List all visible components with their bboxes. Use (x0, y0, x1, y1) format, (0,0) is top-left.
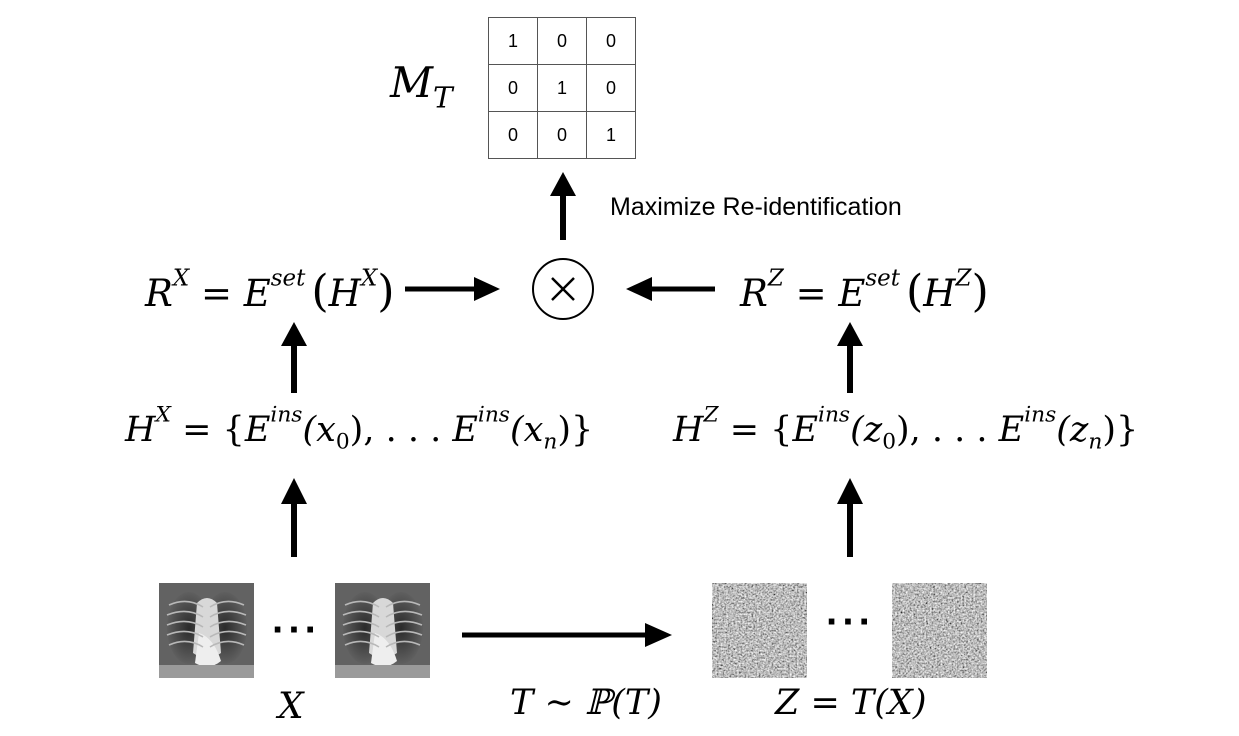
maximize-label: Maximize Re-identification (610, 193, 902, 221)
hx-mid: ), . . . (349, 410, 453, 450)
hz-lhs: H (673, 410, 704, 450)
arrow-up-to-matrix (550, 172, 576, 240)
matrix-label-sub: T (433, 80, 453, 115)
hz-equation: HZ = {Eins(z0), . . . Eins(zn)} (673, 404, 1139, 453)
rz-lhs: R (740, 272, 768, 315)
hx-arg2: (x (509, 410, 544, 450)
matrix-row: 0 1 0 (488, 64, 636, 112)
hz-end: )} (1102, 410, 1139, 450)
hz-arg1: (z (850, 410, 883, 450)
hx-arg1: (x (302, 410, 336, 450)
hz-e1-sup: ins (818, 402, 851, 428)
hx-eq: = { (170, 410, 245, 450)
identity-matrix: 1 0 0 0 1 0 0 0 1 (488, 17, 636, 159)
noise-image (712, 583, 807, 678)
hz-e2: E (998, 410, 1025, 450)
matrix-cell: 0 (488, 111, 538, 159)
rx-e: E (243, 272, 271, 315)
transform-label: T ∼ ℙ(T) (510, 683, 662, 723)
rz-h-sup: Z (955, 265, 972, 292)
rx-lhs-sup: X (172, 265, 190, 292)
otimes-circle (532, 258, 594, 320)
noise-image (892, 583, 987, 678)
rx-close: ) (377, 266, 395, 317)
arrow-transform (462, 623, 672, 647)
hx-arg2-sub: n (543, 429, 558, 455)
ellipsis-left: ··· (272, 608, 321, 652)
arrow-rz-to-otimes (626, 277, 715, 301)
hz-e1: E (792, 410, 819, 450)
x-label: X (278, 686, 304, 727)
rz-e-sup: set (865, 265, 900, 292)
arrow-x-to-hx (281, 478, 307, 557)
rx-equation: RX = Eset(HX) (145, 266, 395, 317)
rz-lhs-sup: Z (767, 265, 784, 292)
rz-h: H (923, 272, 956, 315)
hx-lhs-sup: X (155, 402, 171, 428)
hx-equation: HX = {Eins(x0), . . . Eins(xn)} (125, 404, 594, 453)
rz-e: E (838, 272, 866, 315)
rx-lhs: R (145, 272, 173, 315)
hz-arg2: (z (1056, 410, 1089, 450)
hz-e2-sup: ins (1024, 402, 1057, 428)
hx-arg1-sub: 0 (335, 429, 350, 455)
ellipsis-right: ··· (826, 600, 875, 644)
hz-eq: = { (718, 410, 793, 450)
xray-image (159, 583, 254, 678)
matrix-row: 0 0 1 (488, 111, 636, 159)
matrix-label-main: M (390, 58, 434, 107)
matrix-row: 1 0 0 (488, 17, 636, 65)
rx-eq: = (189, 272, 244, 315)
rx-open: ( (311, 266, 329, 317)
matrix-cell: 1 (586, 111, 636, 159)
rx-e-sup: set (270, 265, 306, 292)
matrix-label: MT (390, 58, 453, 112)
rz-open: ( (905, 266, 924, 317)
hx-e1: E (244, 410, 271, 450)
hx-e2-sup: ins (477, 402, 510, 428)
rz-close: ) (971, 266, 989, 317)
xray-image (335, 583, 430, 678)
z-label: Z = T(X) (775, 683, 927, 723)
rz-equation: RZ = Eset(HZ) (740, 266, 989, 317)
rx-h: H (328, 272, 361, 315)
hx-e1-sup: ins (270, 402, 303, 428)
arrow-hx-to-rx (281, 322, 307, 393)
matrix-cell: 0 (488, 64, 538, 112)
arrow-z-to-hz (837, 478, 863, 557)
arrow-rx-to-otimes (405, 277, 500, 301)
rz-eq: = (783, 272, 839, 315)
hx-lhs: H (125, 410, 156, 450)
hz-arg1-sub: 0 (882, 429, 896, 455)
matrix-cell: 1 (537, 64, 587, 112)
rx-h-sup: X (360, 265, 378, 292)
arrow-hz-to-rz (837, 322, 863, 393)
hx-e2: E (452, 410, 478, 450)
hz-mid: ), . . . (896, 410, 999, 450)
hz-lhs-sup: Z (703, 402, 719, 428)
hx-end: )} (557, 410, 594, 450)
hz-arg2-sub: n (1088, 429, 1103, 455)
